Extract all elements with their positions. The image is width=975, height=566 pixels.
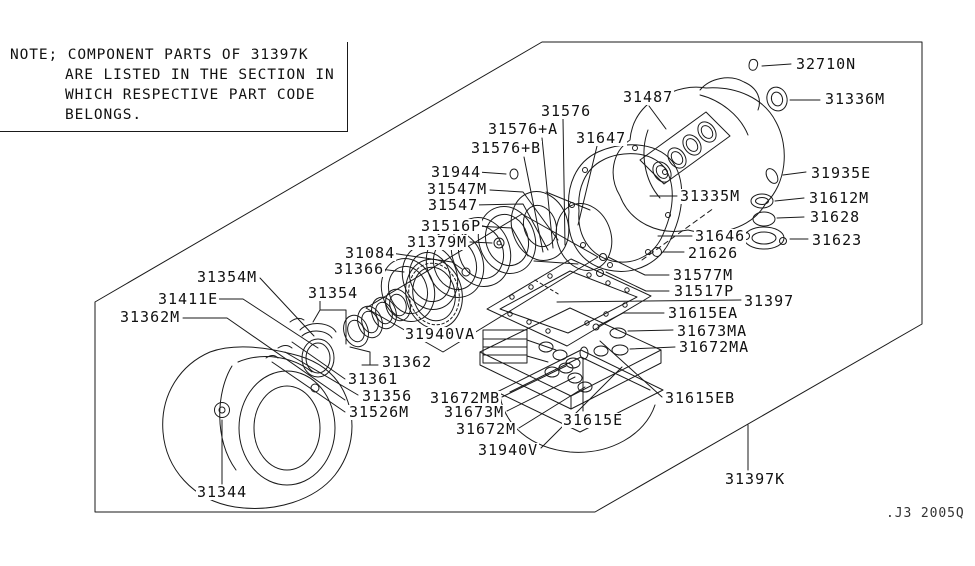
part-label-31366: 31366 <box>333 260 386 278</box>
strainer-drawing <box>496 349 664 433</box>
part-label-31335M: 31335M <box>679 187 742 205</box>
part-label-31356: 31356 <box>361 387 414 405</box>
part-label-31612M: 31612M <box>808 189 871 207</box>
clutch-plates-drawing <box>343 288 411 348</box>
part-label-21626: 21626 <box>687 244 740 262</box>
part-label-31084: 31084 <box>344 244 397 262</box>
part-label-31615E: 31615E <box>562 411 625 429</box>
part-label-31623: 31623 <box>811 231 864 249</box>
part-label-31362: 31362 <box>381 353 434 371</box>
part-label-31344: 31344 <box>196 483 249 501</box>
part-label-31615EB: 31615EB <box>664 389 737 407</box>
part-label-31354: 31354 <box>307 284 360 302</box>
fiche-code: .J3 2005Q <box>886 506 965 521</box>
oil-pan-drawing <box>479 307 664 453</box>
part-label-31517P: 31517P <box>673 282 736 300</box>
oil-pan-gasket-drawing <box>486 258 652 347</box>
part-label-31397: 31397 <box>743 292 796 310</box>
part-label-31516P: 31516P <box>420 217 483 235</box>
part-label-31576: 31576 <box>540 102 593 120</box>
part-label-31526M: 31526M <box>348 403 411 421</box>
part-label-31628: 31628 <box>809 208 862 226</box>
part-label-31615EA: 31615EA <box>667 304 740 322</box>
part-label-31336M: 31336M <box>824 90 887 108</box>
part-label-31577M: 31577M <box>672 266 735 284</box>
note-line-2: ARE LISTED IN THE SECTION IN <box>65 67 335 83</box>
part-label-31547: 31547 <box>427 196 480 214</box>
part-label-31940VA: 31940VA <box>404 325 477 343</box>
diagram-panel-border <box>94 41 923 513</box>
note-line-3: WHICH RESPECTIVE PART CODE <box>65 87 316 103</box>
part-label-31379M: 31379M <box>406 233 469 251</box>
part-label-31673M: 31673M <box>443 403 506 421</box>
note-box: NOTE; COMPONENT PARTS OF 31397K ARE LIST… <box>0 42 348 132</box>
part-label-31672MB: 31672MB <box>429 389 502 407</box>
part-label-31672M: 31672M <box>455 420 518 438</box>
part-label-31397K: 31397K <box>724 470 787 488</box>
part-label-31647: 31647 <box>575 129 628 147</box>
part-label-32710N: 32710N <box>795 55 858 73</box>
note-line-4: BELONGS. <box>65 107 143 123</box>
front-gasket-drawing <box>567 144 683 277</box>
bolt-31344 <box>214 402 230 418</box>
transmission-case-drawing <box>612 77 785 261</box>
part-label-31672MA: 31672MA <box>678 338 751 356</box>
part-label-31944: 31944 <box>430 163 483 181</box>
band-and-seal-drawing <box>265 317 337 393</box>
part-label-31646: 31646 <box>694 227 747 245</box>
part-label-31576A: 31576+A <box>487 120 560 138</box>
part-label-31487: 31487 <box>622 88 675 106</box>
part-label-31940V: 31940V <box>477 441 540 459</box>
part-label-31576B: 31576+B <box>470 139 543 157</box>
part-label-31411E: 31411E <box>157 290 220 308</box>
part-label-31547M: 31547M <box>426 180 489 198</box>
part-label-31354M: 31354M <box>196 268 259 286</box>
small-parts-drawing <box>652 59 788 257</box>
part-label-31673MA: 31673MA <box>676 322 749 340</box>
note-line-1: NOTE; COMPONENT PARTS OF 31397K <box>10 47 309 63</box>
part-label-31362M: 31362M <box>119 308 182 326</box>
leader-lines <box>182 63 821 485</box>
part-label-31935E: 31935E <box>810 164 873 182</box>
part-label-31361: 31361 <box>347 370 400 388</box>
